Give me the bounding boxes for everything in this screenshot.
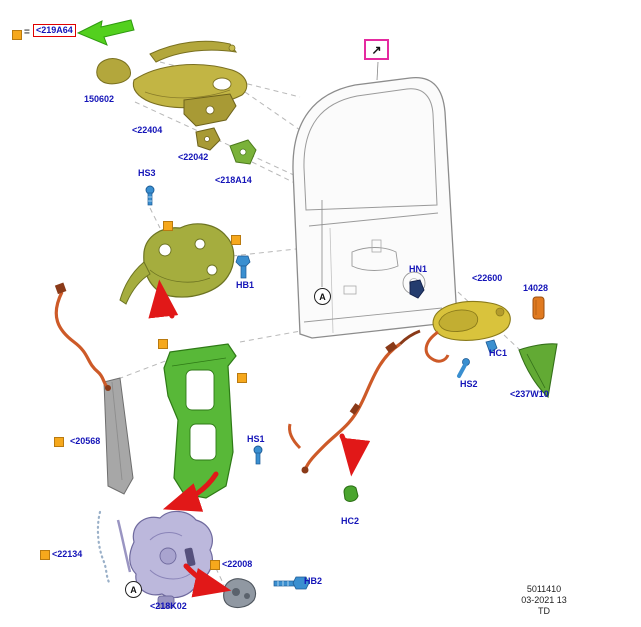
part-label-HS3[interactable]: HS3 bbox=[138, 168, 156, 178]
highlighted-part-ref[interactable]: <219A64 bbox=[33, 24, 76, 37]
clip-22042-graphic[interactable] bbox=[195, 127, 221, 151]
part-label-22134[interactable]: <22134 bbox=[52, 549, 83, 559]
plate-part-number: 5011410 bbox=[526, 584, 562, 594]
screw-hs3-graphic[interactable] bbox=[145, 185, 155, 206]
datum-circle-a: A bbox=[125, 581, 142, 598]
part-label-HC1[interactable]: HC1 bbox=[489, 348, 508, 358]
clip-hn1-graphic[interactable] bbox=[409, 279, 425, 299]
part-label-22042[interactable]: <22042 bbox=[178, 152, 209, 162]
pillar-trim-graphic[interactable] bbox=[103, 377, 134, 495]
bolt-hb2-graphic[interactable] bbox=[273, 576, 310, 590]
connector-14028-graphic[interactable] bbox=[532, 296, 545, 320]
callout-marker bbox=[237, 373, 247, 383]
cable-right-graphic[interactable] bbox=[288, 329, 421, 474]
datum-letter: A bbox=[130, 584, 137, 595]
cable-left-graphic[interactable] bbox=[54, 282, 111, 391]
expand-arrow-icon: ↗ bbox=[371, 42, 382, 57]
clip-hc1-graphic[interactable] bbox=[485, 339, 498, 354]
part-label-150602[interactable]: 150602 bbox=[84, 94, 115, 104]
part-label-HS1[interactable]: HS1 bbox=[247, 434, 265, 444]
callout-marker bbox=[12, 30, 22, 40]
datum-letter: A bbox=[319, 291, 326, 302]
callout-marker bbox=[210, 560, 220, 570]
callout-marker bbox=[54, 437, 64, 447]
part-label-22404[interactable]: <22404 bbox=[132, 125, 163, 135]
callout-marker bbox=[231, 235, 241, 245]
bolt-hb1-graphic[interactable] bbox=[235, 255, 251, 279]
plate-initials: TD bbox=[538, 605, 550, 616]
part-label-218K02[interactable]: <218K02 bbox=[150, 601, 187, 611]
callout-marker bbox=[163, 221, 173, 231]
handle-bracket-graphic[interactable] bbox=[183, 93, 237, 127]
part-label-237W10[interactable]: <237W10 bbox=[510, 389, 549, 399]
assembly-arrows bbox=[148, 279, 371, 598]
pointer-arrow-icon bbox=[76, 19, 135, 46]
part-label-HB2[interactable]: HB2 bbox=[304, 576, 323, 586]
screw-hs1-graphic[interactable] bbox=[253, 445, 263, 465]
bracket-218a14-graphic[interactable] bbox=[229, 139, 257, 165]
latch-22008-graphic[interactable] bbox=[223, 578, 257, 609]
datum-circle-a: A bbox=[314, 288, 331, 305]
applique-237w10-graphic[interactable] bbox=[518, 343, 558, 399]
part-label-22600[interactable]: <22600 bbox=[472, 273, 503, 283]
part-label-HN1[interactable]: HN1 bbox=[409, 264, 428, 274]
handle-cap-graphic[interactable] bbox=[96, 58, 131, 85]
callout-marker bbox=[158, 339, 168, 349]
clip-hc2-graphic[interactable] bbox=[343, 485, 359, 502]
callout-marker bbox=[40, 550, 50, 560]
part-label-HS2[interactable]: HS2 bbox=[460, 379, 478, 389]
plate-date-code: 03-2021 13 bbox=[521, 594, 567, 605]
part-label-HB1[interactable]: HB1 bbox=[236, 280, 255, 290]
handle-lever-graphic[interactable] bbox=[149, 40, 238, 63]
module-lower-graphic[interactable] bbox=[163, 343, 237, 499]
expand-view-button[interactable]: ↗ bbox=[364, 39, 389, 60]
equals-sign: = bbox=[24, 27, 30, 38]
module-upper-graphic[interactable] bbox=[119, 223, 235, 305]
part-label-22008[interactable]: <22008 bbox=[222, 559, 253, 569]
door-panel-graphic[interactable] bbox=[292, 61, 457, 339]
plate-info: 5011410 03-2021 13 TD bbox=[494, 584, 594, 616]
part-label-HC2[interactable]: HC2 bbox=[341, 516, 360, 526]
part-label-20568[interactable]: <20568 bbox=[70, 436, 101, 446]
dotted-cable-22134-graphic[interactable] bbox=[96, 510, 112, 586]
part-label-14028[interactable]: 14028 bbox=[523, 283, 549, 293]
part-label-218A14[interactable]: <218A14 bbox=[215, 175, 252, 185]
inner-handle-graphic[interactable] bbox=[424, 300, 511, 363]
screw-hs2-graphic[interactable] bbox=[457, 358, 470, 378]
